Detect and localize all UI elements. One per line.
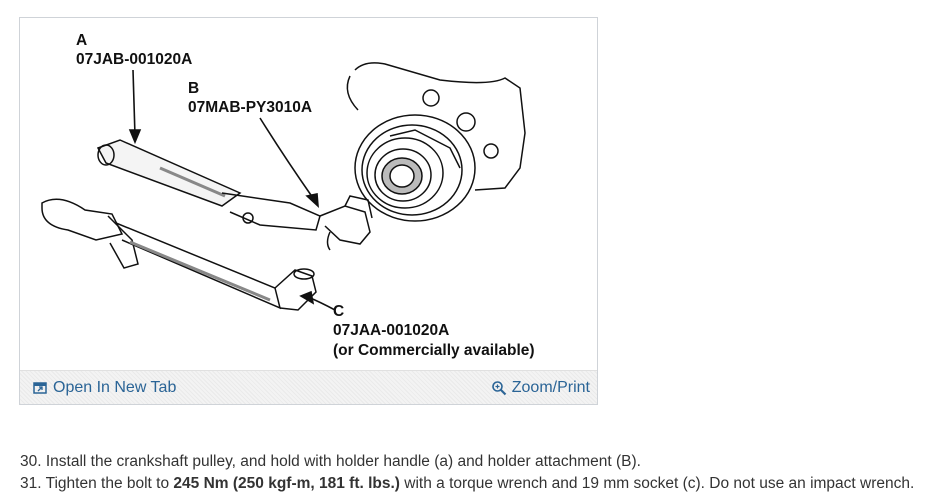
figure-toolbar: Open In New Tab Zoom/Print xyxy=(20,370,597,404)
callout-b-part: 07MAB-PY3010A xyxy=(188,99,312,116)
open-in-new-tab-label: Open In New Tab xyxy=(53,379,177,396)
callout-a-letter: A xyxy=(76,32,87,49)
callout-c-letter: C xyxy=(333,303,344,320)
callout-a-part: 07JAB-001020A xyxy=(76,51,192,68)
step-text: Install the crankshaft pulley, and hold … xyxy=(45,453,641,470)
torque-spec: 245 Nm (250 kgf-m, 181 ft. lbs.) xyxy=(173,475,400,492)
holder-handle-a-sketch xyxy=(96,139,373,251)
tool-illustration: A 07JAB-001020A B 07MAB-PY3010A C 07JAA-… xyxy=(41,32,535,359)
step-number: 31. xyxy=(20,475,42,492)
zoom-magnifier-icon xyxy=(491,380,507,396)
crank-pulley-sketch xyxy=(346,62,526,222)
step-31: 31. Tighten the bolt to 245 Nm (250 kgf-… xyxy=(20,473,914,495)
figure-frame: A 07JAB-001020A B 07MAB-PY3010A C 07JAA-… xyxy=(19,17,598,405)
callout-c-note: (or Commercially available) xyxy=(333,342,535,359)
leader-lines xyxy=(128,69,336,311)
step-text: with a torque wrench and 19 mm socket (c… xyxy=(404,475,915,492)
callout-c-part: 07JAA-001020A xyxy=(333,322,449,339)
zoom-print-label: Zoom/Print xyxy=(511,379,590,396)
open-in-new-tab-icon xyxy=(32,380,48,396)
callout-b-letter: B xyxy=(188,80,199,97)
step-30: 30. Install the crankshaft pulley, and h… xyxy=(20,451,914,473)
step-text: Tighten the bolt to xyxy=(45,475,170,492)
open-in-new-tab-link[interactable]: Open In New Tab xyxy=(32,379,176,397)
step-number: 30. xyxy=(20,453,42,470)
procedure-steps: 30. Install the crankshaft pulley, and h… xyxy=(20,451,914,495)
zoom-print-link[interactable]: Zoom/Print xyxy=(491,379,590,397)
socket-wrench-c-sketch xyxy=(41,198,317,311)
